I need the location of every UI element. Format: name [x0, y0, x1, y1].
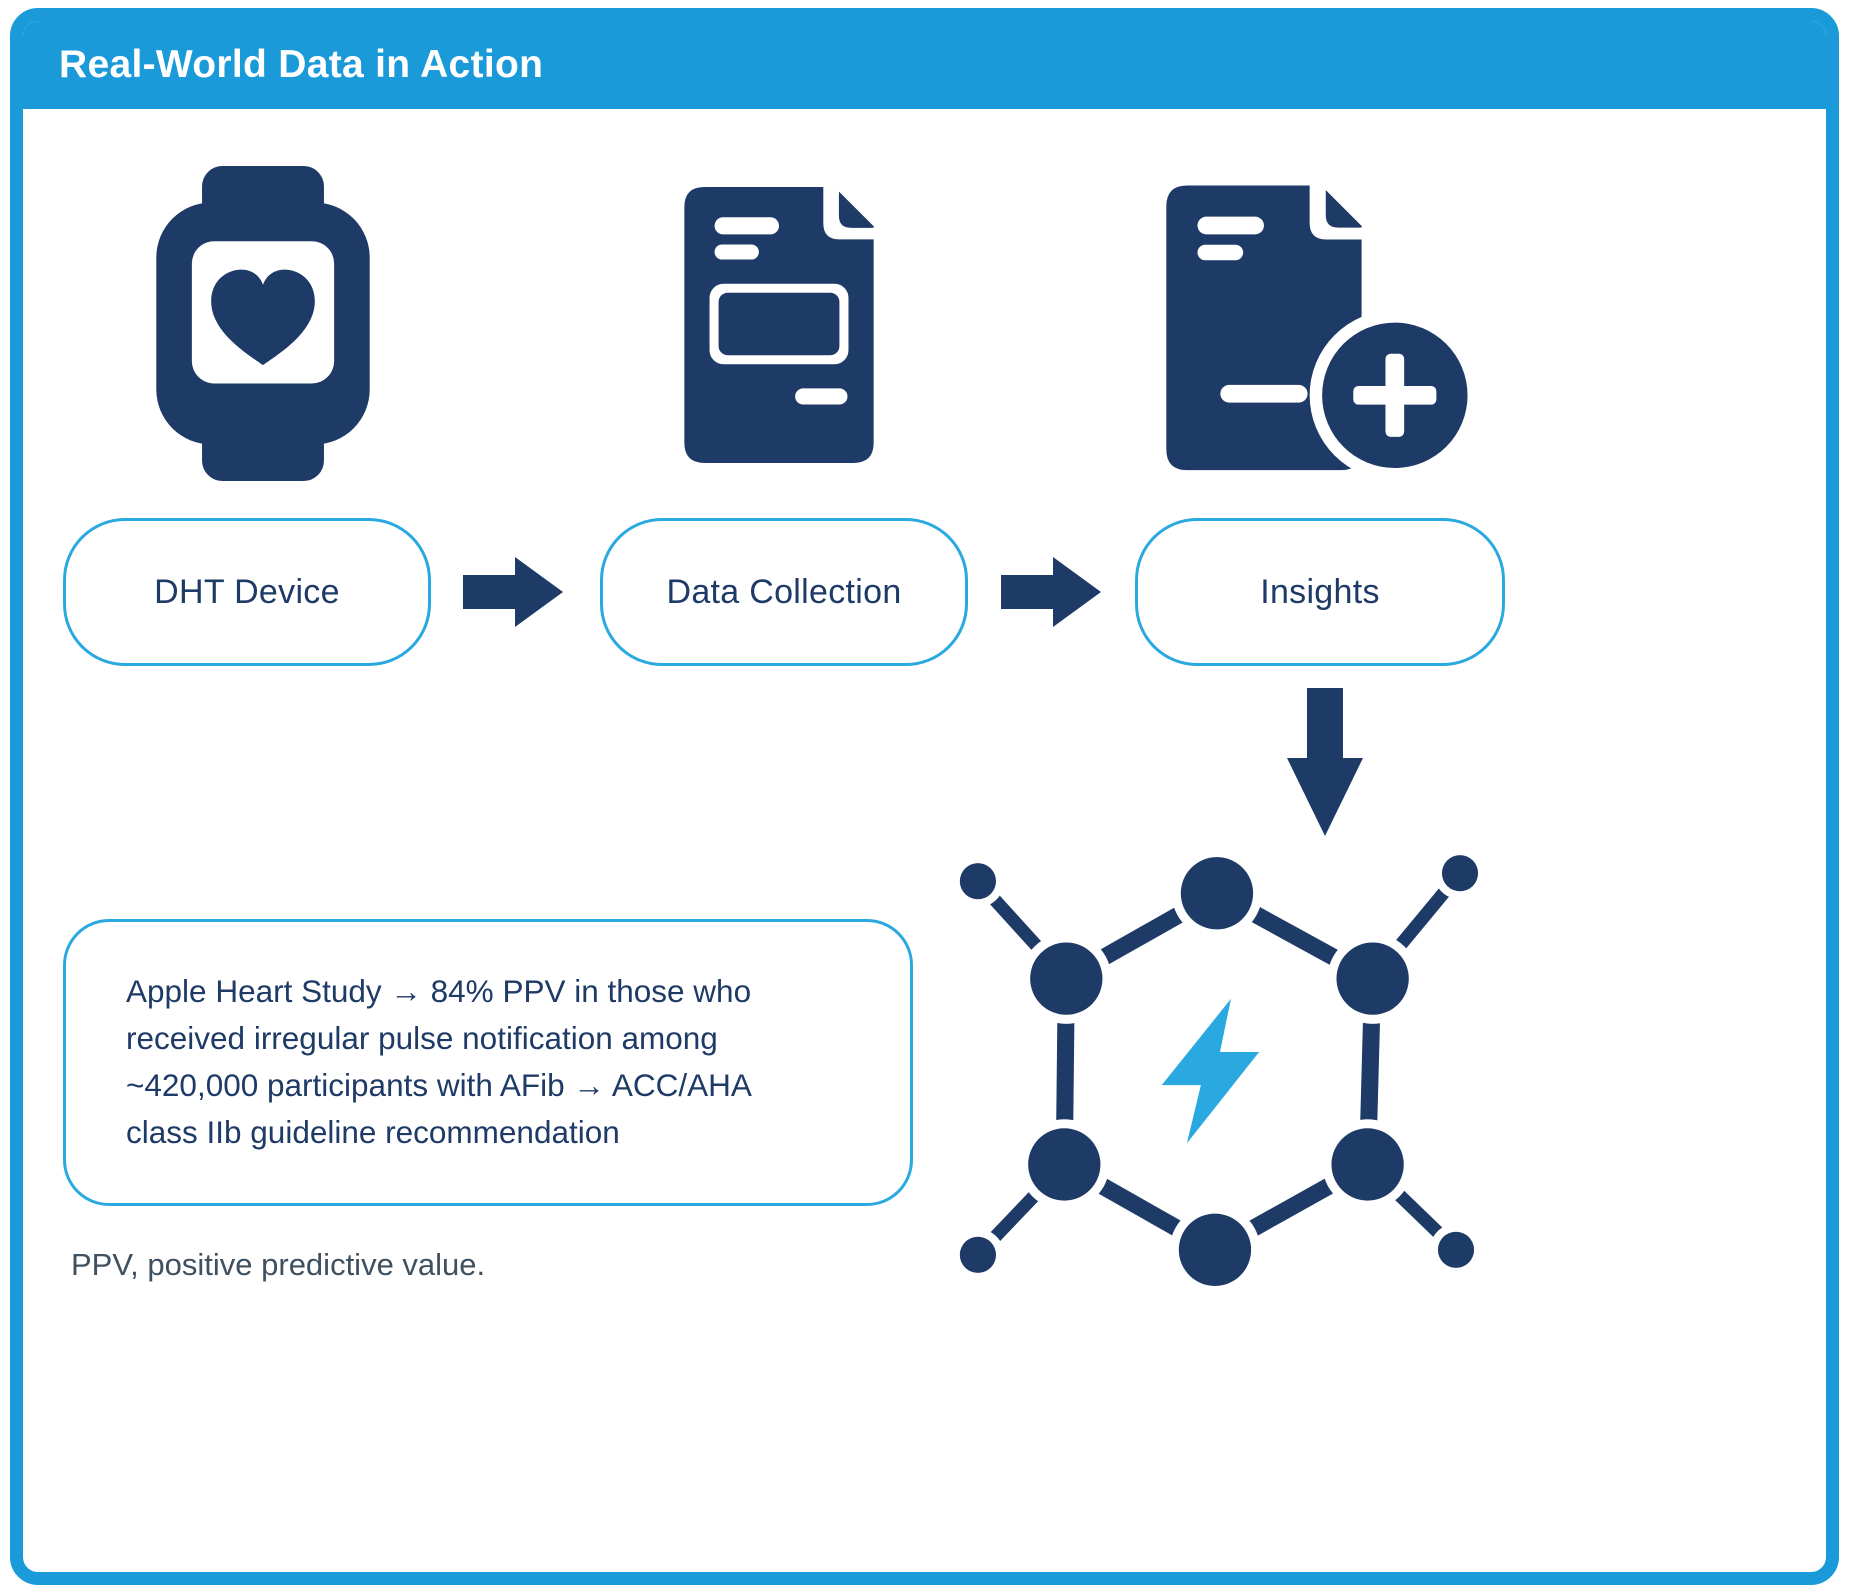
- page-title: Real-World Data in Action: [59, 43, 544, 86]
- flow-step-label: Data Collection: [666, 572, 902, 611]
- arrow-down-icon: [1287, 688, 1363, 836]
- arrow-right-icon: [463, 557, 563, 627]
- flow-step-label: DHT Device: [154, 572, 340, 611]
- flow-step-label: Insights: [1260, 572, 1380, 611]
- document-icon: [684, 179, 882, 463]
- flow-step-insights: Insights: [1135, 518, 1505, 666]
- flow-step-data-collection: Data Collection: [600, 518, 968, 666]
- header-bar: Real-World Data in Action: [23, 21, 1826, 109]
- footnote-ppv: PPV, positive predictive value.: [71, 1247, 486, 1282]
- smartwatch-heart-icon: [156, 166, 370, 481]
- network-molecule-icon: [951, 847, 1487, 1295]
- study-callout-box: Apple Heart Study → 84% PPV in those who…: [63, 919, 913, 1206]
- infographic-card: Real-World Data in Action: [10, 8, 1839, 1585]
- study-callout-text: Apple Heart Study → 84% PPV in those who…: [126, 973, 752, 1150]
- lightning-bolt-icon: [1161, 998, 1260, 1144]
- arrow-right-icon: [1001, 557, 1101, 627]
- document-plus-icon: [1166, 177, 1480, 481]
- flow-step-dht-device: DHT Device: [63, 518, 431, 666]
